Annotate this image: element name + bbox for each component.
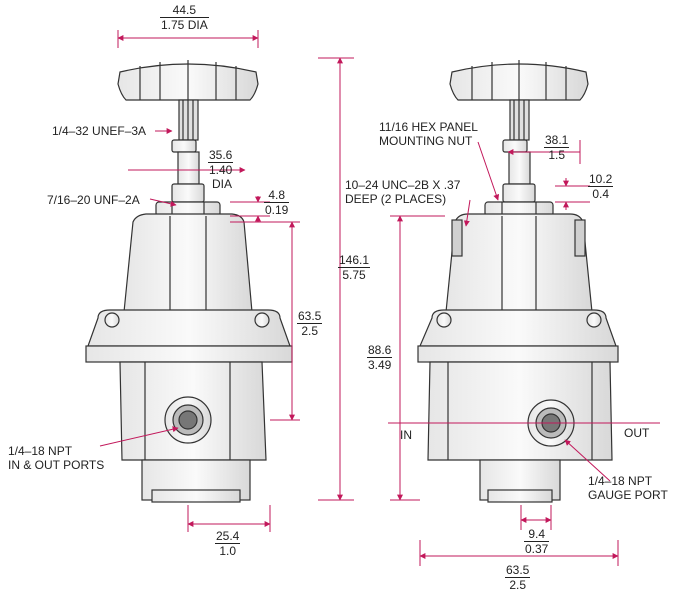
label-thread-stem: 1/4–32 UNEF–3A [52,124,147,138]
bonnet-right [445,213,593,313]
dim-bonnet-dia-suffix: DIA [212,177,233,191]
dim-port-height: 88.6 3.49 [367,343,393,372]
body-right [427,361,613,461]
dim-gauge-offset: 9.4 0.37 [524,527,550,556]
dim-overall-height: 146.1 5.75 [338,253,371,282]
bonnet-left [123,213,253,313]
dim-knob-dia: 44.5 1.75 DIA [160,3,209,32]
dim-body-width: 63.5 2.5 [505,563,531,592]
label-hex-nut: 11/16 HEX PANEL MOUNTING NUT [379,120,478,148]
dim-port-to-nut: 63.5 2.5 [297,309,323,338]
label-outlet: OUT [624,426,650,440]
dimension-lines [99,30,660,566]
label-tapped-holes: 10–24 UNC–2B X .37 DEEP (2 PLACES) [345,178,461,206]
label-thread-bonnet: 7/16–20 UNF–2A [47,193,140,207]
dim-bottom-width: 25.4 1.0 [215,529,241,558]
label-inlet: IN [400,428,412,442]
flange-left [87,309,291,347]
flange-right [419,309,617,347]
front-view [85,60,293,503]
dim-nut-gap: 4.8 0.19 [264,188,290,217]
label-gauge-port: 1/4–18 NPT GAUGE PORT [588,474,668,502]
dim-panel-nut-width: 38.1 1.5 [544,133,570,162]
dim-nut-height: 10.2 0.4 [588,172,614,201]
dim-bonnet-dia: 35.6 1.40 [208,148,234,177]
label-ports: 1/4–18 NPT IN & OUT PORTS [8,444,105,472]
side-view [417,60,619,503]
